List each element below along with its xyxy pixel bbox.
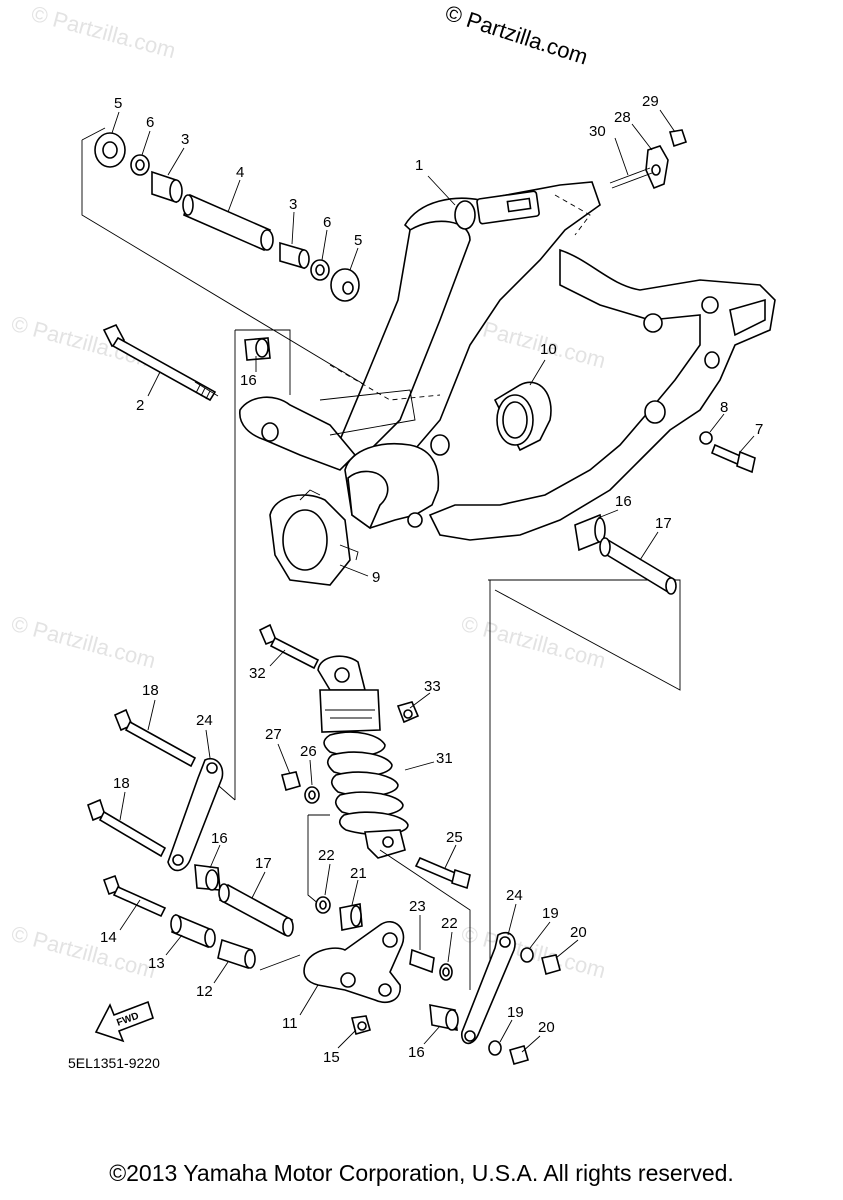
swingarm <box>239 181 776 541</box>
watermark-text: © Partzilla.com <box>459 611 609 674</box>
callout-16: 16 <box>240 372 257 389</box>
callout-22: 22 <box>441 915 458 932</box>
callout-9: 9 <box>372 569 380 586</box>
callout-16: 16 <box>615 493 632 510</box>
callout-33: 33 <box>424 678 441 695</box>
callout-5: 5 <box>114 95 122 112</box>
watermark-text: © Partzilla.com <box>29 1 179 64</box>
callout-27: 27 <box>265 726 282 743</box>
callout-26: 26 <box>300 743 317 760</box>
cover-9 <box>269 489 359 586</box>
fwd-arrow-icon: FWD <box>94 1000 154 1043</box>
callout-24: 24 <box>196 712 213 729</box>
callout-3: 3 <box>181 131 189 148</box>
callout-4: 4 <box>236 164 244 181</box>
callout-6: 6 <box>146 114 154 131</box>
callout-31: 31 <box>436 750 453 767</box>
pivot-parts <box>94 132 360 402</box>
callout-6: 6 <box>323 214 331 231</box>
watermark-text: © Partzilla.com <box>9 921 159 984</box>
callout-10: 10 <box>540 341 557 358</box>
footer-copyright: ©2013 Yamaha Motor Corporation, U.S.A. A… <box>109 1160 734 1186</box>
pivot-shaft-2 <box>111 336 217 402</box>
pivot-alignment-lines <box>81 127 681 990</box>
callout-17: 17 <box>255 855 272 872</box>
bushing-10 <box>493 381 552 452</box>
relay-arm-spacers <box>315 896 453 981</box>
callout-7: 7 <box>755 421 763 438</box>
callout-20: 20 <box>570 924 587 941</box>
watermark-text: © Partzilla.com <box>9 311 159 374</box>
callout-32: 32 <box>249 665 266 682</box>
callout-12: 12 <box>196 983 213 1000</box>
shock-absorber-31 <box>317 655 409 859</box>
collar-4 <box>183 193 271 252</box>
leader-lines <box>111 109 755 1053</box>
callout-15: 15 <box>323 1049 340 1066</box>
callout-1: 1 <box>415 157 423 174</box>
callout-28: 28 <box>614 109 631 126</box>
callout-14: 14 <box>100 929 117 946</box>
callout-20: 20 <box>538 1019 555 1036</box>
callout-30: 30 <box>589 123 606 140</box>
callout-11: 11 <box>282 1015 298 1032</box>
callout-19: 19 <box>542 905 559 922</box>
callout-16: 16 <box>211 830 228 847</box>
callout-5: 5 <box>354 232 362 249</box>
bolt-7 <box>699 431 756 474</box>
connecting-rod-left <box>87 708 224 872</box>
callout-16: 16 <box>408 1044 425 1061</box>
diagram-code: 5EL1351-9220 <box>68 1055 160 1071</box>
callout-19: 19 <box>507 1004 524 1021</box>
callout-24: 24 <box>506 887 523 904</box>
callout-29: 29 <box>642 93 659 110</box>
small-hardware <box>281 771 471 890</box>
bearing-17-right <box>574 513 677 595</box>
callout-2: 2 <box>136 397 144 414</box>
callout-22: 22 <box>318 847 335 864</box>
callout-13: 13 <box>148 955 165 972</box>
bracket-28 <box>609 129 688 190</box>
callout-23: 23 <box>409 898 426 915</box>
callout-25: 25 <box>446 829 463 846</box>
watermark-text: © Partzilla.com <box>9 611 159 674</box>
callout-18: 18 <box>113 775 130 792</box>
relay-arm-11 <box>259 921 405 1004</box>
callouts: 5 6 3 4 3 6 5 1 30 28 29 16 2 10 8 7 16 … <box>100 93 763 1066</box>
callout-17: 17 <box>655 515 672 532</box>
callout-3: 3 <box>289 196 297 213</box>
callout-8: 8 <box>720 399 728 416</box>
relay-arm-collars <box>102 864 294 970</box>
bolt-32 <box>258 623 420 724</box>
callout-21: 21 <box>350 865 367 882</box>
callout-18: 18 <box>142 682 159 699</box>
